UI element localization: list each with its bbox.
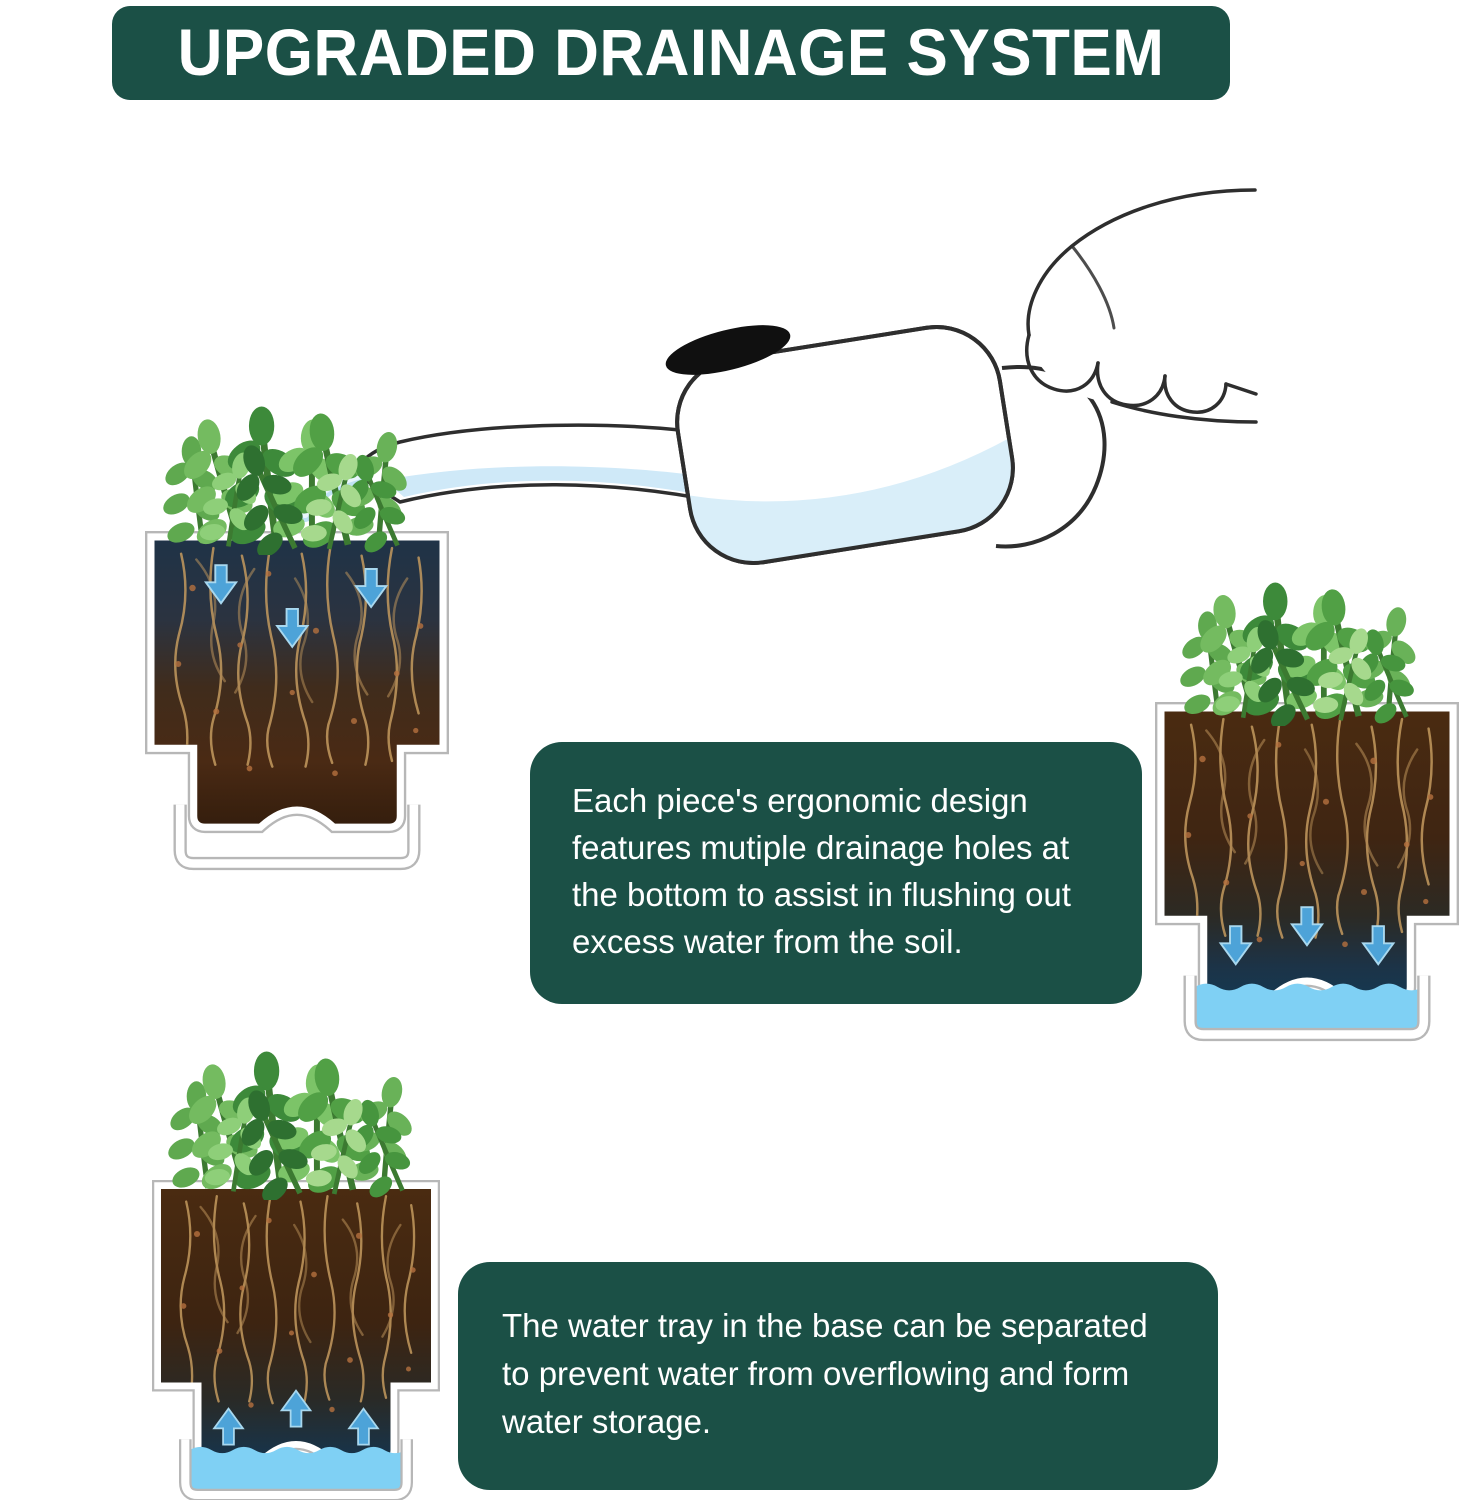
page-title: UPGRADED DRAINAGE SYSTEM [177,16,1165,90]
jade-plant-illustration [130,350,460,555]
tray-water [189,1446,406,1492]
drainage-callout-box: Each piece's ergonomic design features m… [530,742,1142,1004]
jade-plant-illustration [1160,528,1455,726]
can-opening [665,325,791,375]
jade-plant-illustration [140,995,460,1200]
drainage-callout-text: Each piece's ergonomic design features m… [572,782,1071,960]
tray-callout-text: The water tray in the base can be separa… [502,1307,1148,1440]
watering-can-hand-illustration [250,130,1260,590]
water-storage-pot-illustration [134,1180,458,1500]
watering-can-body [665,324,1023,573]
hand-illustration [1025,188,1258,424]
tray-callout-box: The water tray in the base can be separa… [458,1262,1218,1490]
drainage-pot-illustration [1136,702,1474,1063]
tray-water [1194,983,1423,1031]
title-banner: UPGRADED DRAINAGE SYSTEM [112,6,1230,100]
spout-water [384,466,716,498]
watered-pot-illustration [126,531,468,892]
